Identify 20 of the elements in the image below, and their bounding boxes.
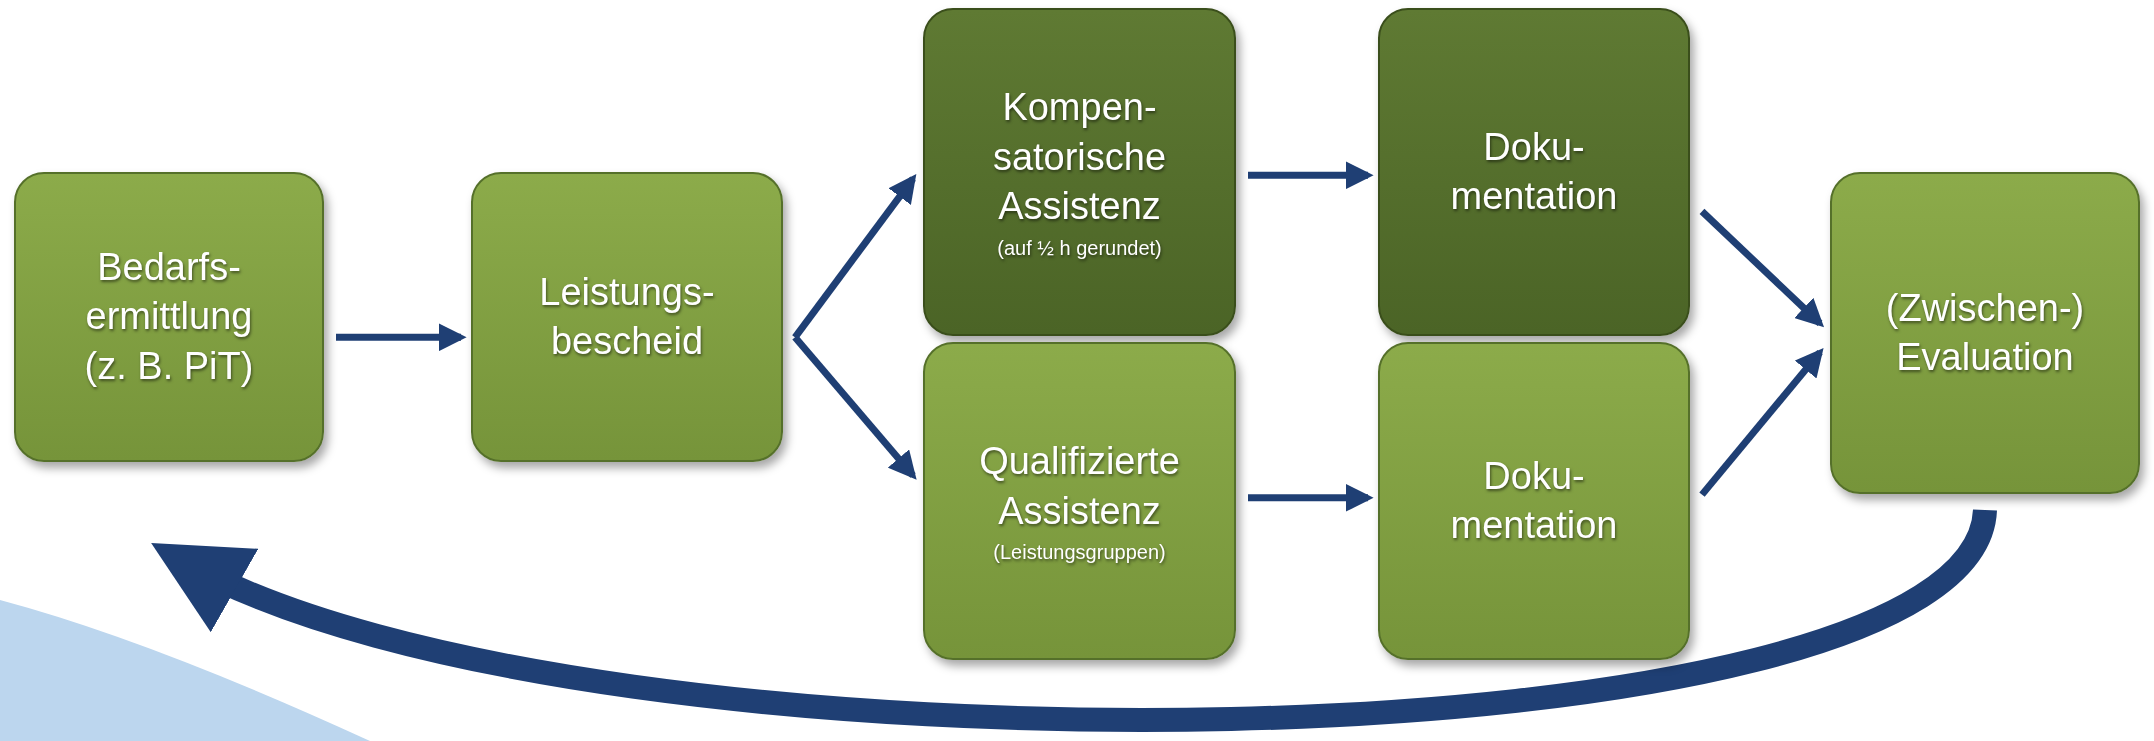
process-box [471,172,783,462]
box-label: Qualifizierte Assistenz [978,439,1181,534]
arrow [1699,208,1825,328]
box-label: (Zwischen-) Evaluation [1884,285,2086,380]
process-box [923,342,1236,660]
box-label: Leistungs- bescheid [538,269,716,364]
arrow [792,335,917,480]
box-note: (Leistungsgruppen) [993,539,1166,565]
arrow [792,174,917,340]
box-label: Bedarfs- ermittlung (z. B. PiT) [83,244,255,389]
box-label: Doku- mentation [1449,124,1619,219]
process-box [14,172,324,462]
arrow [1699,348,1824,497]
box-label: Doku- mentation [1449,453,1619,548]
process-box [1830,172,2140,494]
process-box [1378,342,1690,660]
box-note: (auf ½ h gerundet) [997,235,1162,261]
box-label: Kompen- satorische Assistenz [991,85,1168,230]
process-box [1378,8,1690,336]
process-box [923,8,1236,336]
